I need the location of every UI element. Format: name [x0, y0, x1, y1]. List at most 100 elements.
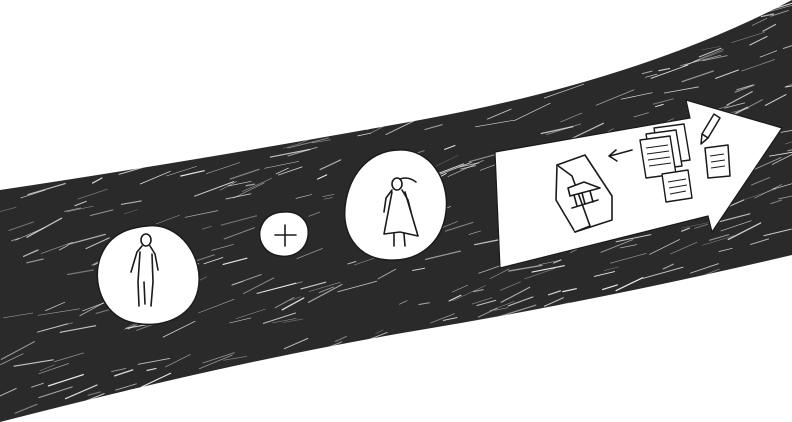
hatch-stroke	[62, 169, 74, 175]
hatch-stroke	[19, 37, 44, 46]
hatch-stroke	[407, 12, 434, 25]
hatch-stroke	[593, 61, 628, 68]
hatch-stroke	[605, 351, 615, 354]
hatch-stroke	[47, 157, 77, 163]
hatch-stroke	[318, 3, 349, 9]
hatch-stroke	[182, 99, 215, 117]
hatch-stroke	[277, 61, 309, 76]
hatch-stroke	[201, 88, 229, 96]
hatch-stroke	[88, 75, 108, 85]
hatch-stroke	[739, 287, 768, 296]
hatch-stroke	[685, 23, 696, 28]
hatch-stroke	[532, 18, 553, 29]
hatch-stroke	[146, 419, 168, 422]
hatch-stroke	[647, 342, 666, 350]
hatch-stroke	[663, 27, 697, 40]
hatch-stroke	[344, 55, 379, 68]
hatch-stroke	[172, 63, 213, 70]
hatch-stroke	[234, 112, 269, 126]
hatch-stroke	[561, 368, 572, 372]
hatch-stroke	[5, 13, 36, 18]
hatch-stroke	[131, 57, 163, 73]
hatch-stroke	[31, 117, 41, 121]
hatch-stroke	[692, 345, 706, 350]
hatch-stroke	[303, 20, 314, 25]
hatch-stroke	[666, 370, 686, 379]
hatch-stroke	[87, 0, 120, 16]
hatch-stroke	[496, 0, 534, 6]
hatch-stroke	[262, 382, 285, 391]
hatch-stroke	[249, 130, 283, 140]
hatch-stroke	[168, 25, 191, 33]
hatch-stroke	[328, 25, 351, 33]
hatch-stroke	[166, 87, 197, 103]
hatch-stroke	[497, 82, 524, 89]
hatch-stroke	[589, 352, 610, 357]
hatch-stroke	[283, 410, 297, 413]
hatch-stroke	[246, 14, 278, 24]
hatch-stroke	[436, 35, 457, 39]
hatch-stroke	[727, 16, 746, 24]
hatch-stroke	[394, 346, 429, 352]
hatch-stroke	[720, 353, 738, 361]
hatch-stroke	[86, 13, 99, 19]
hatch-stroke	[100, 166, 124, 172]
hatch-stroke	[576, 64, 588, 66]
plus-bubble	[260, 212, 309, 256]
hatch-stroke	[307, 87, 318, 91]
hatch-stroke	[384, 6, 411, 16]
hatch-stroke	[405, 95, 414, 98]
hatch-stroke	[382, 338, 396, 343]
hatch-stroke	[37, 101, 67, 112]
hatch-stroke	[763, 366, 776, 372]
hatch-stroke	[97, 78, 118, 88]
hatch-stroke	[68, 38, 90, 42]
hatch-stroke	[442, 371, 478, 377]
hatch-stroke	[506, 55, 529, 62]
hatch-stroke	[376, 99, 393, 105]
hatch-stroke	[69, 38, 100, 47]
hatch-stroke	[471, 345, 508, 364]
hatch-stroke	[22, 18, 51, 26]
hatch-stroke	[550, 0, 585, 2]
hatch-stroke	[724, 321, 736, 324]
hatch-stroke	[218, 110, 235, 114]
hatch-stroke	[600, 316, 641, 325]
hatch-stroke	[140, 134, 160, 142]
hatch-stroke	[254, 121, 264, 125]
hatch-stroke	[28, 172, 44, 180]
hatch-stroke	[335, 0, 355, 6]
hatch-stroke	[641, 349, 650, 352]
hatch-stroke	[275, 111, 298, 121]
hatch-stroke	[563, 325, 580, 332]
hatch-stroke	[576, 380, 605, 395]
hatch-stroke	[173, 383, 188, 389]
hatch-stroke	[585, 364, 612, 371]
hatch-stroke	[303, 388, 320, 392]
hatch-stroke	[460, 3, 496, 12]
hatch-stroke	[162, 10, 175, 14]
hatch-stroke	[625, 357, 635, 361]
hatch-stroke	[288, 46, 297, 51]
hatch-stroke	[569, 338, 589, 349]
hatch-stroke	[706, 308, 720, 314]
hatch-stroke	[434, 417, 466, 422]
hatch-stroke	[249, 401, 268, 405]
hatch-stroke	[393, 26, 415, 37]
hatch-stroke	[246, 389, 266, 394]
hatch-stroke	[529, 38, 542, 44]
hatch-stroke	[217, 396, 256, 407]
hatch-stroke	[258, 417, 287, 422]
hatch-stroke	[298, 383, 327, 391]
hatch-stroke	[528, 380, 566, 388]
hatch-stroke	[720, 272, 752, 288]
hatch-stroke	[16, 93, 39, 97]
hatch-stroke	[523, 327, 536, 332]
hatch-stroke	[538, 372, 577, 379]
hatch-stroke	[577, 321, 608, 335]
hatch-stroke	[247, 43, 257, 49]
hatch-stroke	[134, 84, 148, 90]
hatch-stroke	[349, 39, 381, 56]
hatch-stroke	[496, 46, 520, 52]
hatch-stroke	[712, 281, 743, 288]
